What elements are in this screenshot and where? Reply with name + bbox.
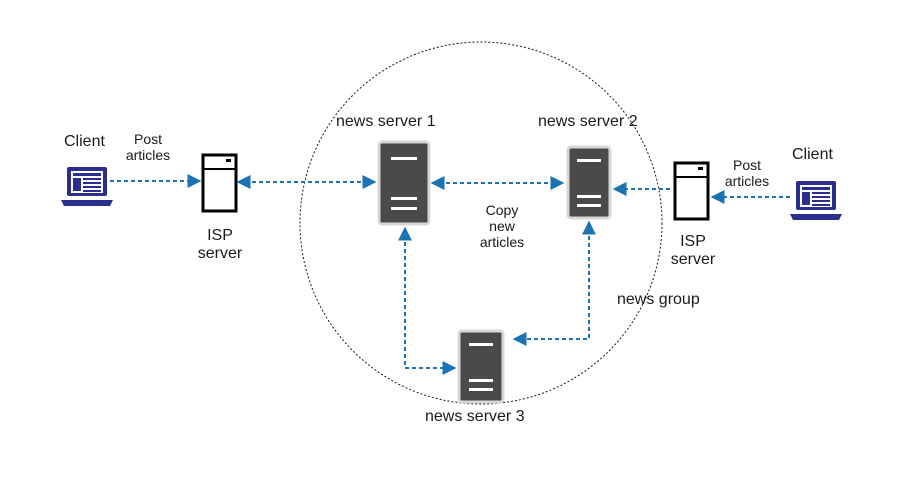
arrow-news-server-1-news-server-3 xyxy=(398,226,457,375)
isp-left-line-2: server xyxy=(197,245,243,263)
news-server-2-icon xyxy=(566,145,612,220)
copy-line-2: new xyxy=(489,218,515,235)
isp-right-line-1: ISP xyxy=(680,233,706,250)
isp-right-line-2: server xyxy=(670,251,716,269)
post-articles-right-label: Post articles xyxy=(720,157,774,189)
isp-server-left-label: ISP server xyxy=(192,227,248,264)
post-right-line-1: Post xyxy=(732,157,761,173)
news-server-3-icon xyxy=(457,329,505,404)
isp-server-right-label: ISP server xyxy=(665,233,721,270)
isp-left-line-1: ISP xyxy=(207,227,233,244)
isp-left-server-icon xyxy=(201,153,238,213)
client-right-laptop-icon xyxy=(790,181,842,220)
copy-line-1: Copy xyxy=(485,202,519,218)
news-group-boundary xyxy=(299,41,663,405)
post-left-line-2: articles xyxy=(125,147,171,164)
copy-new-articles-label: Copy new articles xyxy=(472,202,532,250)
arrow-news-server-2-news-server-3 xyxy=(512,220,596,346)
post-right-line-2: articles xyxy=(724,173,770,190)
news-server-1-label: news server 1 xyxy=(336,113,436,130)
isp-right-server-icon xyxy=(673,161,710,221)
news-server-1-icon xyxy=(377,140,431,226)
copy-line-3: articles xyxy=(479,234,525,251)
client-left-laptop-icon xyxy=(61,167,113,206)
client-left-label: Client xyxy=(64,133,105,150)
client-right-label: Client xyxy=(792,146,833,163)
post-left-line-1: Post xyxy=(133,131,162,147)
news-server-2-label: news server 2 xyxy=(538,113,638,130)
post-articles-left-label: Post articles xyxy=(122,131,174,163)
news-group-label: news group xyxy=(617,291,700,308)
news-server-3-label: news server 3 xyxy=(425,408,525,425)
